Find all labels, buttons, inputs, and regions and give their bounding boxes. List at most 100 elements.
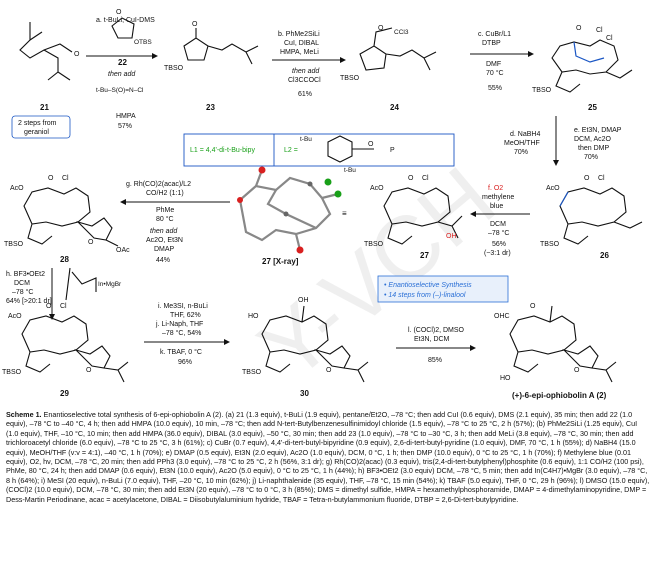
svg-text:t-Bu: t-Bu xyxy=(344,167,356,174)
svg-text:–78 °C: –78 °C xyxy=(488,229,509,237)
svg-text:TBSO: TBSO xyxy=(242,369,262,376)
svg-text:THF, 62%: THF, 62% xyxy=(170,312,201,319)
ligand-L2: L2 = xyxy=(284,147,298,154)
svg-text:70 °C: 70 °C xyxy=(486,69,504,77)
step-g: g. Rh(CO)2(acac)/L2 CO/H2 (1:1) PhMe 80 … xyxy=(120,181,230,264)
svg-text:CO/H2 (1:1): CO/H2 (1:1) xyxy=(146,190,184,197)
compound-26: AcO O Cl TBSO 26 xyxy=(540,175,643,260)
svg-text:61%: 61% xyxy=(298,91,312,98)
svg-text:O: O xyxy=(408,175,414,182)
svg-text:O: O xyxy=(192,21,198,28)
compound-29: AcO O Cl O TBSO 29 xyxy=(2,303,129,398)
svg-text:25: 25 xyxy=(588,103,597,112)
svg-text:Cl: Cl xyxy=(606,35,613,42)
step-ijk: i. Me3SI, n-BuLi THF, 62% j. Li-Naph, TH… xyxy=(144,303,230,366)
svg-text:HO: HO xyxy=(500,375,511,382)
compound-27: AcO O Cl OH TBSO 27 xyxy=(364,175,463,260)
svg-text:AcO: AcO xyxy=(8,313,22,320)
svg-text:TBSO: TBSO xyxy=(4,241,24,248)
svg-text:k. TBAF, 0 °C: k. TBAF, 0 °C xyxy=(160,348,202,356)
svg-text:85%: 85% xyxy=(428,357,442,364)
svg-text:29: 29 xyxy=(60,389,69,398)
svg-text:MeOH/THF: MeOH/THF xyxy=(504,140,540,147)
ligand-box: L1 = 4,4'-di-t-Bu-bipy L2 = t-Bu t-Bu O … xyxy=(183,133,455,174)
compound-30: HO OH O TBSO 30 xyxy=(242,297,369,398)
svg-text:O: O xyxy=(326,367,332,374)
svg-text:a. t-BuLi, CuI-DMS: a. t-BuLi, CuI-DMS xyxy=(96,17,155,24)
svg-text:HMPA, MeLi: HMPA, MeLi xyxy=(280,49,319,56)
svg-text:Cl: Cl xyxy=(62,175,69,182)
svg-text:O: O xyxy=(378,25,384,32)
svg-text:Et3N, DCM: Et3N, DCM xyxy=(414,336,450,343)
svg-text:Cl: Cl xyxy=(422,175,429,182)
svg-text:Cl3CCOCl: Cl3CCOCl xyxy=(288,77,321,84)
svg-text:AcO: AcO xyxy=(546,185,560,192)
svg-text:AcO: AcO xyxy=(10,185,24,192)
svg-text:TBSO: TBSO xyxy=(340,75,360,82)
svg-text:then add: then add xyxy=(292,68,320,75)
step-e: e. Et3N, DMAP DCM, Ac2O then DMP 70% xyxy=(574,127,622,161)
step-b: b. PhMe2SiLi CuI, DIBAL HMPA, MeLi then … xyxy=(272,31,346,98)
svg-text:then DMP: then DMP xyxy=(578,145,609,152)
svg-text:AcO: AcO xyxy=(370,185,384,192)
note-line-1: 2 steps from xyxy=(18,120,57,127)
label-27-xray: 27 [X-ray] xyxy=(262,257,299,266)
svg-text:• 14 steps from (–)-linalool: • 14 steps from (–)-linalool xyxy=(384,292,466,299)
svg-text:OH: OH xyxy=(446,233,457,240)
scheme-caption: Scheme 1. Enantioselective total synthes… xyxy=(6,410,650,504)
svg-text:In•MgBr: In•MgBr xyxy=(98,281,122,288)
label-21: 21 xyxy=(40,103,49,112)
final-product-label: (+)-6-epi-ophiobolin A (2) xyxy=(512,391,607,400)
svg-text:P: P xyxy=(390,147,395,154)
svg-text:g. Rh(CO)2(acac)/L2: g. Rh(CO)2(acac)/L2 xyxy=(126,181,191,188)
note-box xyxy=(11,115,71,139)
svg-text:27: 27 xyxy=(420,251,429,260)
svg-text:OH: OH xyxy=(298,297,309,304)
highlight-box: • Enantioselective Synthesis • 14 steps … xyxy=(377,275,509,303)
svg-text:24: 24 xyxy=(390,103,399,112)
svg-text:O: O xyxy=(74,51,80,58)
svg-text:• Enantioselective Synthesis: • Enantioselective Synthesis xyxy=(384,282,472,289)
svg-text:h. BF3•OEt2: h. BF3•OEt2 xyxy=(6,271,45,278)
svg-text:c. CuBr/L1: c. CuBr/L1 xyxy=(478,31,511,38)
svg-text:96%: 96% xyxy=(178,359,192,366)
svg-text:Ac2O, Et3N: Ac2O, Et3N xyxy=(146,237,183,244)
svg-text:DCM: DCM xyxy=(490,221,506,228)
svg-text:i. Me3SI, n-BuLi: i. Me3SI, n-BuLi xyxy=(158,303,208,310)
svg-text:Cl: Cl xyxy=(60,303,67,310)
svg-text:HO: HO xyxy=(248,313,259,320)
ligand-L1: L1 = 4,4'-di-t-Bu-bipy xyxy=(190,147,255,154)
svg-text:70%: 70% xyxy=(584,154,598,161)
svg-text:PhMe: PhMe xyxy=(156,207,174,214)
reagent-22: O OTBS xyxy=(111,9,152,46)
svg-text:HMPA: HMPA xyxy=(116,113,136,120)
svg-text:23: 23 xyxy=(206,103,215,112)
svg-text:Cl: Cl xyxy=(598,175,605,182)
compound-21: O 21 2 steps from geraniol xyxy=(11,22,80,139)
svg-text:DCM, Ac2O: DCM, Ac2O xyxy=(574,136,612,143)
compound-24: O CCl3 TBSO 24 xyxy=(340,25,437,112)
svg-text:blue: blue xyxy=(490,203,503,210)
svg-text:TBSO: TBSO xyxy=(532,87,552,94)
step-l: l. (COCl)2, DMSO Et3N, DCM 85% xyxy=(396,327,476,364)
xray-structure: 27 [X-ray] xyxy=(237,166,342,266)
svg-text:≡: ≡ xyxy=(342,209,347,218)
svg-text:O: O xyxy=(368,141,374,148)
svg-text:DMAP: DMAP xyxy=(154,246,175,253)
svg-text:TBSO: TBSO xyxy=(364,241,384,248)
svg-text:80 °C: 80 °C xyxy=(156,215,174,223)
step-h: h. BF3•OEt2 DCM –78 °C 64% [>20:1 dr] In… xyxy=(6,267,122,320)
svg-text:TBSO: TBSO xyxy=(540,241,560,248)
svg-text:then add: then add xyxy=(108,71,136,78)
svg-text:56%: 56% xyxy=(492,241,506,248)
svg-text:–78 °C: –78 °C xyxy=(12,288,33,296)
caption-segment: Enantioselective total synthesis of 6-ep… xyxy=(6,410,650,504)
svg-text:e. Et3N, DMAP: e. Et3N, DMAP xyxy=(574,127,622,134)
caption-segment: Scheme 1. xyxy=(6,410,42,419)
svg-text:TBSO: TBSO xyxy=(164,65,184,72)
compound-2-final: OHC O O HO (+)-6-epi-ophiobolin A (2) xyxy=(494,303,617,400)
svg-text:O: O xyxy=(86,367,92,374)
svg-text:t-Bu–S(O)=N–Cl: t-Bu–S(O)=N–Cl xyxy=(96,87,144,94)
svg-text:O: O xyxy=(88,239,94,246)
svg-text:DCM: DCM xyxy=(14,280,30,287)
